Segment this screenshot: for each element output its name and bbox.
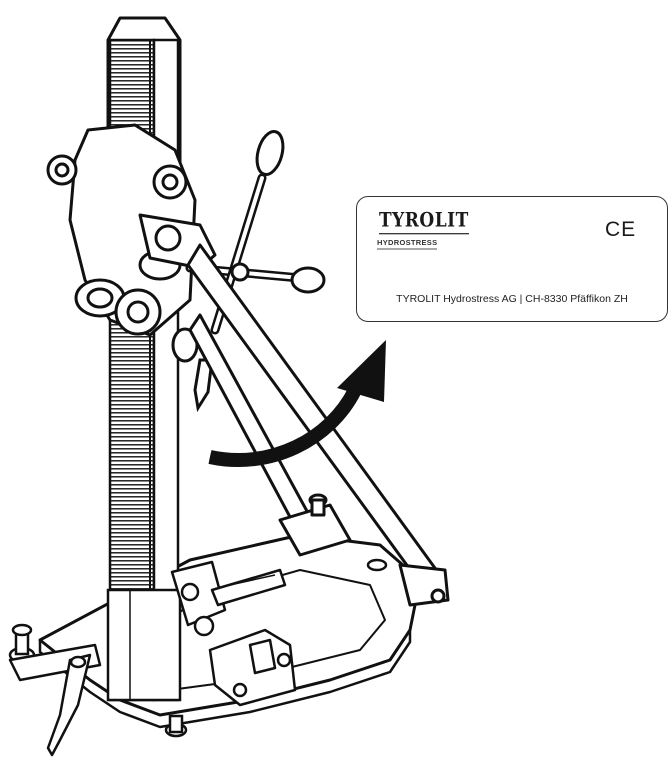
column-assembly	[106, 16, 182, 702]
manufacturer-address: TYROLIT Hydrostress AG | CH-8330 Pfäffik…	[396, 293, 628, 305]
foot-lever	[8, 643, 102, 757]
curved-arrow	[208, 340, 386, 468]
support-struts	[186, 243, 450, 607]
ce-mark: CE	[605, 218, 637, 241]
quick-clamp	[170, 560, 297, 707]
carriage	[46, 123, 217, 337]
tyrolit-logo: TYROLIT	[379, 209, 469, 235]
hydrostress-logo: HYDROSTRESS	[377, 238, 438, 250]
nameplate: TYROLIT HYDROSTRESS CE TYROLIT Hydrostre…	[356, 196, 668, 322]
